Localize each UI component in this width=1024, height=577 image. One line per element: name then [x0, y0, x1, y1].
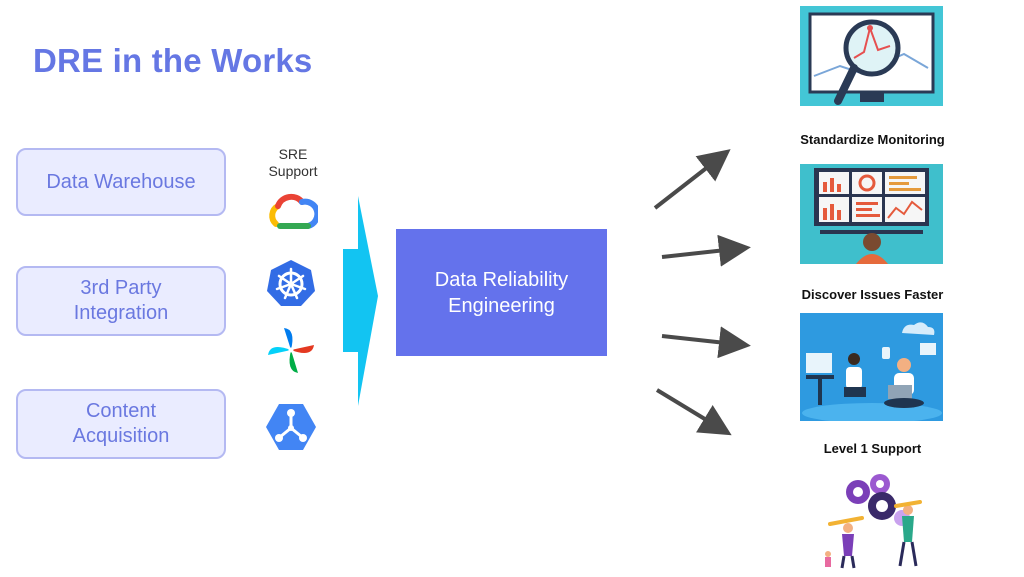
- arrow-to-discover: [661, 234, 751, 267]
- airflow-icon: [268, 328, 314, 373]
- source-data-warehouse: Data Warehouse: [16, 148, 226, 216]
- arrow-to-fourth: [655, 388, 732, 436]
- monitoring-illustration: [800, 6, 943, 106]
- source-label: Data Warehouse: [46, 170, 196, 193]
- outcome-label-support: Level 1 Support: [823, 441, 922, 456]
- source-3rd-party-integration: 3rd Party Integration: [16, 266, 226, 336]
- source-label: Content Acquisition: [72, 400, 170, 447]
- kubernetes-icon: [267, 260, 315, 306]
- cloud-networking-icon: [266, 404, 316, 450]
- google-cloud-icon: [269, 193, 318, 229]
- center-label: Data Reliability Engineering: [434, 268, 569, 317]
- source-label: 3rd Party Integration: [73, 277, 169, 324]
- center-dre-box: Data Reliability Engineering: [396, 229, 607, 356]
- gears-illustration: [825, 474, 922, 569]
- sre-support-label: SRE Support: [268, 146, 318, 179]
- source-content-acquisition: Content Acquisition: [16, 389, 226, 459]
- arrow-to-support: [661, 326, 751, 359]
- outcome-label-discover: Discover Issues Faster: [801, 287, 944, 302]
- arrow-to-monitoring: [653, 149, 731, 210]
- outcome-label-monitoring: Standardize Monitoring: [800, 132, 945, 147]
- dashboard-illustration: [800, 164, 943, 264]
- slide-title: DRE in the Works: [33, 42, 313, 79]
- support-team-illustration: [800, 313, 943, 421]
